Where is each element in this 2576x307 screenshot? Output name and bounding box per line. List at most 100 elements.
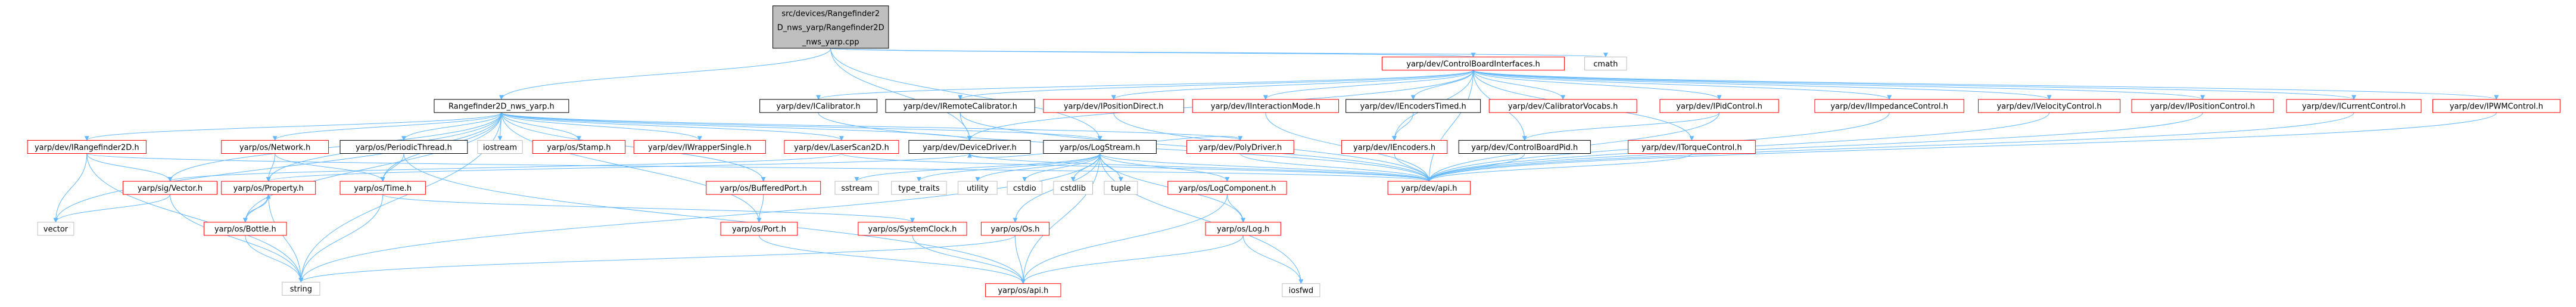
- node-log_h[interactable]: yarp/os/Log.h: [1205, 222, 1281, 236]
- node-label: utility: [967, 184, 989, 193]
- node-property[interactable]: yarp/os/Property.h: [221, 181, 316, 195]
- node-box: [1053, 181, 1093, 195]
- edge-itorque-to-devapi: [1426, 153, 1692, 182]
- node-ipwm[interactable]: yarp/dev/IPWMControl.h: [2432, 99, 2561, 113]
- node-bufport[interactable]: yarp/os/BufferedPort.h: [706, 181, 821, 195]
- node-label: yarp/dev/ITorqueControl.h: [1641, 143, 1742, 152]
- node-root[interactable]: src/devices/Rangefinder2D_nws_yarp/Range…: [773, 5, 889, 49]
- edge-logcomp-to-osapi: [1020, 194, 1228, 284]
- edge-periodic-to-osapi: [403, 153, 1026, 284]
- node-osapi[interactable]: yarp/os/api.h: [985, 283, 1061, 297]
- node-devdriver[interactable]: yarp/dev/DeviceDriver.h: [908, 139, 1031, 154]
- node-iencoders[interactable]: yarp/dev/IEncoders.h: [1341, 139, 1448, 154]
- edge-logstream-to-logcomp: [1099, 153, 1230, 182]
- node-wrapsingle[interactable]: yarp/dev/IWrapperSingle.h: [633, 139, 766, 154]
- edge-laserscan-to-vector_h: [167, 153, 842, 182]
- node-box: [204, 222, 287, 236]
- node-box: [1205, 222, 1281, 236]
- node-box: [1007, 181, 1042, 195]
- edge-rf_h-to-logstream: [501, 112, 1102, 141]
- edge-logstream-to-iosfwd: [1099, 153, 1304, 284]
- edge-logstream-to-utility: [975, 153, 1101, 182]
- node-box: [532, 139, 626, 154]
- node-label: yarp/os/Os.h: [990, 225, 1039, 234]
- node-iremotecal[interactable]: yarp/dev/IRemoteCalibrator.h: [885, 99, 1035, 113]
- node-label: yarp/dev/IImpedanceControl.h: [1830, 103, 1948, 111]
- node-box: [1814, 99, 1964, 113]
- node-label: yarp/dev/api.h: [1401, 184, 1457, 193]
- node-icalvocabs[interactable]: yarp/dev/CalibratorVocabs.h: [1488, 99, 1637, 113]
- node-box: [1458, 139, 1591, 154]
- node-itorque[interactable]: yarp/dev/ITorqueControl.h: [1627, 139, 1756, 154]
- node-vector_h[interactable]: yarp/sig/Vector.h: [123, 181, 217, 195]
- node-logstream[interactable]: yarp/os/LogStream.h: [1043, 139, 1157, 154]
- node-iintmode[interactable]: yarp/dev/IInteractionMode.h: [1192, 99, 1340, 113]
- node-box: [1659, 99, 1779, 113]
- edge-rf_h-to-polydriver: [501, 112, 1242, 141]
- node-network[interactable]: yarp/os/Network.h: [221, 139, 329, 154]
- node-ivel[interactable]: yarp/dev/IVelocityControl.h: [1978, 99, 2121, 113]
- node-sstream: sstream: [834, 181, 879, 195]
- node-rf_h[interactable]: Rangefinder2D_nws_yarp.h: [434, 99, 569, 113]
- node-cbi_h[interactable]: yarp/dev/ControlBoardInterfaces.h: [1381, 57, 1565, 71]
- node-box: [980, 222, 1050, 236]
- node-iosfwd: iosfwd: [1282, 283, 1320, 297]
- edge-root-to-cmath: [830, 48, 1608, 58]
- node-box: [1192, 99, 1340, 113]
- node-cbphd[interactable]: yarp/dev/ControlBoardPid.h: [1458, 139, 1591, 154]
- edge-ipid-to-cbphd: [1522, 112, 1720, 141]
- node-icur[interactable]: yarp/dev/ICurrentControl.h: [2286, 99, 2422, 113]
- node-vector: vector: [37, 222, 74, 236]
- node-label: type_traits: [898, 184, 940, 193]
- node-box: [858, 222, 967, 236]
- edge-vector_h-to-string: [169, 194, 304, 283]
- node-irf[interactable]: yarp/dev/IRangefinder2D.h: [27, 139, 147, 154]
- edge-rf_h-to-devdriver: [501, 112, 972, 141]
- edge-root-to-cbi_h: [830, 48, 1475, 58]
- node-stamp[interactable]: yarp/os/Stamp.h: [532, 139, 626, 154]
- node-label: vector: [43, 225, 68, 234]
- node-icalibrator[interactable]: yarp/dev/ICalibrator.h: [759, 99, 877, 113]
- node-laserscan[interactable]: yarp/dev/LaserScan2D.h: [784, 139, 899, 154]
- node-label: string: [290, 285, 312, 294]
- node-os_h[interactable]: yarp/os/Os.h: [980, 222, 1050, 236]
- node-label: yarp/dev/DeviceDriver.h: [923, 143, 1017, 152]
- node-label: yarp/os/Bottle.h: [214, 225, 276, 234]
- node-sysclock[interactable]: yarp/os/SystemClock.h: [858, 222, 967, 236]
- node-box: [1186, 139, 1294, 154]
- node-type_traits: type_traits: [891, 181, 947, 195]
- node-box: [1345, 99, 1481, 113]
- node-logcomp[interactable]: yarp/os/LogComponent.h: [1167, 181, 1287, 195]
- node-label: yarp/os/Network.h: [239, 143, 310, 152]
- node-ipid[interactable]: yarp/dev/IPidControl.h: [1659, 99, 1779, 113]
- node-periodic[interactable]: yarp/os/PeriodicThread.h: [339, 139, 468, 154]
- node-time_h[interactable]: yarp/os/Time.h: [339, 181, 426, 195]
- edge-cbi_h-to-iimped: [1473, 70, 1892, 100]
- node-iposdirect[interactable]: yarp/dev/IPositionDirect.h: [1043, 99, 1185, 113]
- node-label: Rangefinder2D_nws_yarp.h: [448, 103, 555, 111]
- edge-periodic-to-time_h: [380, 153, 404, 182]
- node-polydriver[interactable]: yarp/dev/PolyDriver.h: [1186, 139, 1294, 154]
- node-ipos[interactable]: yarp/dev/IPositionControl.h: [2131, 99, 2274, 113]
- node-port[interactable]: yarp/os/Port.h: [720, 222, 798, 236]
- node-box: [2432, 99, 2561, 113]
- node-label: yarp/os/api.h: [998, 287, 1048, 296]
- edge-cbi_h-to-ipid: [1473, 70, 1722, 100]
- edge-irf-to-vector: [53, 153, 88, 223]
- edge-rf_h-to-string: [298, 112, 502, 283]
- node-iimped[interactable]: yarp/dev/IImpedanceControl.h: [1814, 99, 1964, 113]
- edge-ipwm-to-devapi: [1426, 112, 2497, 182]
- edge-cbi_h-to-icur: [1473, 70, 2356, 100]
- edge-logstream-to-cstdio: [1022, 153, 1101, 182]
- edge-rf_h-to-vector_h: [167, 112, 502, 182]
- node-label: cstdlib: [1060, 184, 1086, 193]
- node-bottle[interactable]: yarp/os/Bottle.h: [204, 222, 287, 236]
- node-devapi[interactable]: yarp/dev/api.h: [1387, 181, 1471, 195]
- node-ienctimed[interactable]: yarp/dev/IEncodersTimed.h: [1345, 99, 1481, 113]
- edge-time_h-to-string: [298, 194, 384, 283]
- edge-ipos-to-devapi: [1426, 112, 2203, 182]
- node-label: yarp/dev/IPositionDirect.h: [1064, 103, 1164, 111]
- node-box: [1387, 181, 1471, 195]
- edge-log_h-to-iosfwd: [1242, 235, 1304, 284]
- node-label: yarp/os/SystemClock.h: [868, 225, 957, 234]
